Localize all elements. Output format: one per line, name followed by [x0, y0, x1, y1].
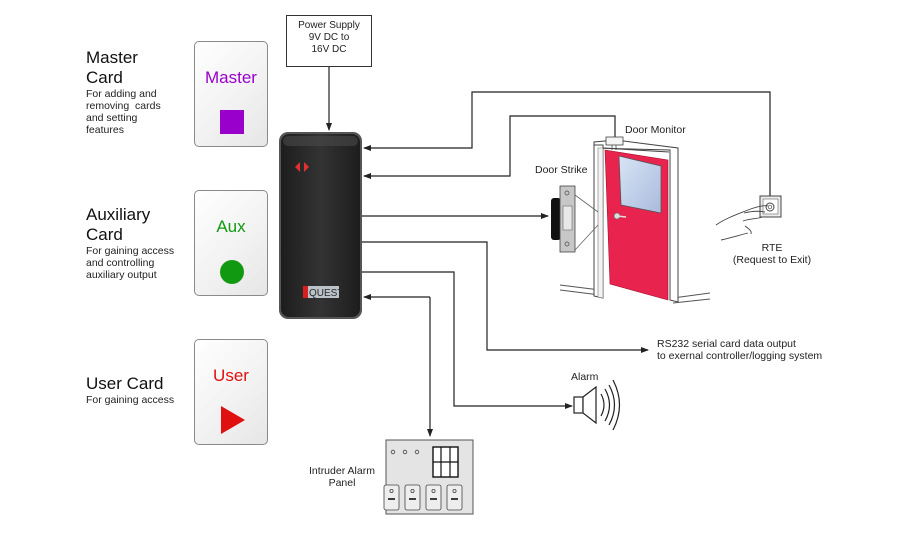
power-supply-line-1: Power Supply: [298, 20, 360, 31]
intruder-line-1: Intruder Alarm: [309, 465, 375, 477]
master-card-title-2: Card: [86, 68, 123, 87]
reader-brand: QUEST: [309, 288, 343, 299]
master-card-label: Master: [205, 68, 257, 87]
master-card-desc-2: removing cards: [86, 100, 161, 112]
play-triangle-icon: [221, 406, 245, 434]
master-card-text: Master Card For adding and removing card…: [86, 48, 161, 136]
user-card-text: User Card For gaining access: [86, 374, 174, 406]
master-card-desc-1: For adding and: [86, 88, 157, 100]
rs232-line-1: RS232 serial card data output: [657, 338, 796, 350]
aux-card: Aux: [194, 190, 268, 296]
rte-label: RTE (Request to Exit): [722, 242, 822, 266]
rs232-line-2: to exernal controller/logging system: [657, 350, 823, 362]
door-monitor-sensor: [605, 136, 624, 146]
rte-button: [759, 195, 782, 218]
wire-alarm: [362, 271, 573, 409]
rte-subtitle: (Request to Exit): [732, 254, 812, 266]
power-supply-line-3: 16V DC: [311, 44, 347, 55]
aux-card-desc-1: For gaining access: [86, 245, 175, 257]
door: [559, 139, 711, 304]
door-strike-label: Door Strike: [535, 164, 588, 176]
master-card: Master: [194, 41, 268, 147]
aux-card-title-2: Card: [86, 225, 123, 244]
user-card-label: User: [213, 366, 249, 385]
led-left-icon: [295, 162, 300, 172]
master-card-desc-4: features: [86, 124, 124, 136]
power-supply-line-2: 9V DC to: [308, 32, 350, 43]
aux-card-label: Aux: [216, 217, 246, 236]
wire-rs232: [362, 241, 649, 353]
wire-rte: [363, 91, 771, 196]
aux-card-title: Auxiliary: [86, 205, 151, 224]
aux-card-desc-3: auxiliary output: [86, 269, 157, 281]
door-monitor-label: Door Monitor: [625, 124, 686, 136]
door-strike: [551, 185, 599, 253]
door-window: [618, 155, 662, 214]
alarm-label: Alarm: [571, 371, 599, 383]
user-card-title: User Card: [86, 374, 164, 393]
led-right-icon: [304, 162, 309, 172]
hand-icon: [715, 205, 769, 241]
master-card-title: Master: [86, 48, 138, 67]
intruder-line-2: Panel: [328, 477, 356, 489]
speaker-icon: [573, 379, 621, 431]
user-card-desc-1: For gaining access: [86, 394, 175, 406]
power-supply-box: Power Supply 9V DC to 16V DC: [286, 15, 372, 67]
user-card: User: [194, 339, 268, 445]
aux-card-desc-2: and controlling: [86, 257, 155, 269]
rs232-label: RS232 serial card data output to exernal…: [657, 338, 822, 362]
square-icon: [220, 110, 244, 134]
intruder-alarm-label: Intruder Alarm Panel: [300, 465, 384, 489]
wire-door-monitor: [363, 115, 616, 179]
rte-title: RTE: [761, 242, 783, 254]
card-reader: [279, 132, 362, 319]
master-card-desc-3: and setting: [86, 112, 138, 124]
circle-icon: [220, 260, 244, 284]
intruder-alarm-panel: [383, 439, 474, 515]
aux-card-text: Auxiliary Card For gaining access and co…: [86, 205, 174, 281]
